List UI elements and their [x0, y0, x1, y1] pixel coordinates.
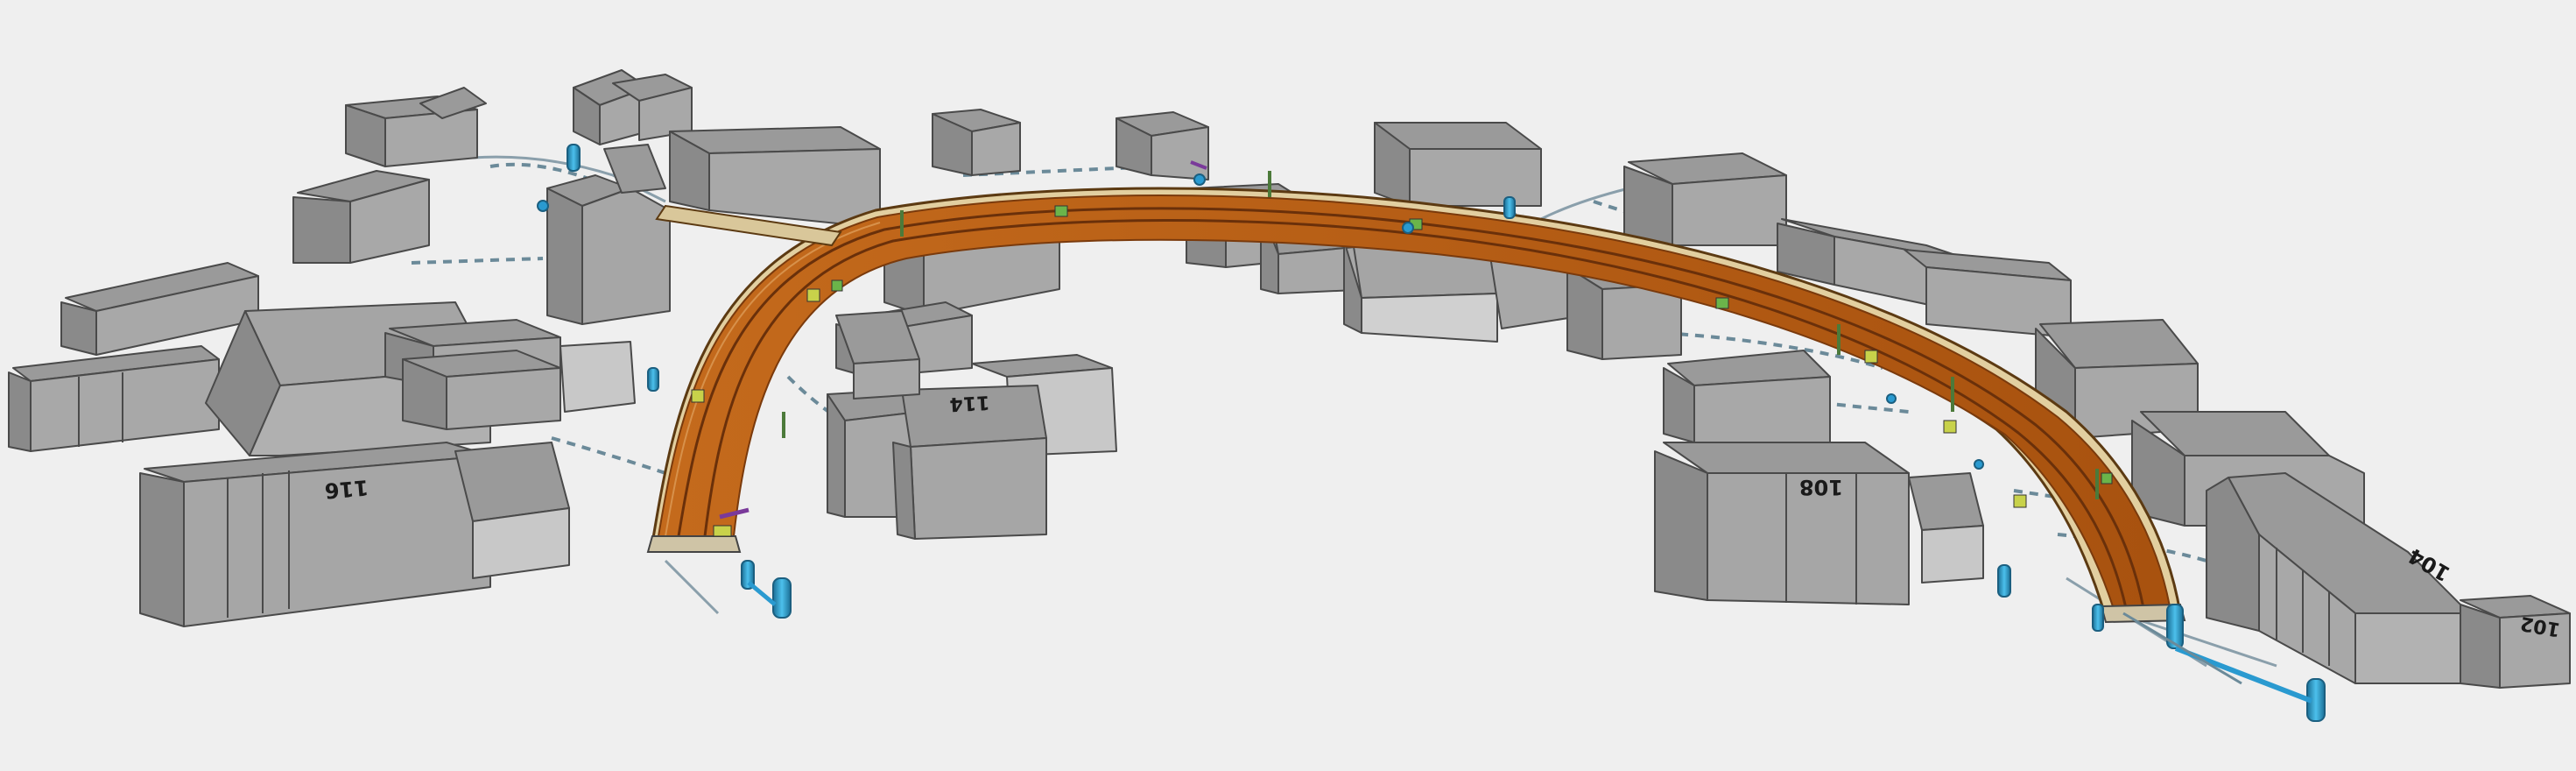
building-104	[2206, 472, 2470, 684]
buildings-top	[827, 109, 1586, 540]
building-114-label: 114	[949, 391, 990, 414]
pipe-run	[747, 581, 777, 606]
building-labels: 116 114 108 104 102	[324, 391, 2562, 640]
pipe-cylinder	[772, 577, 792, 619]
building	[384, 319, 636, 430]
pipe-cylinder	[1503, 196, 1516, 219]
building	[1777, 218, 2072, 338]
utility-line	[551, 436, 666, 475]
utility-line	[411, 257, 544, 265]
utility-line	[1663, 331, 1883, 370]
light-poles	[782, 171, 2099, 499]
buildings-left	[8, 69, 881, 627]
pipe-cylinder	[2092, 604, 2104, 632]
building	[8, 345, 220, 452]
pipe-node	[1974, 459, 1984, 470]
fixture	[1864, 350, 1878, 364]
pipe-node	[1402, 222, 1414, 234]
fixture	[691, 389, 705, 403]
building	[669, 126, 881, 229]
utility-line	[472, 155, 666, 203]
road-lane-line	[665, 222, 881, 537]
building	[573, 69, 693, 145]
purple-marker	[719, 507, 750, 520]
buildings-right	[1566, 152, 2571, 689]
fixture	[806, 288, 820, 302]
building	[546, 144, 671, 325]
building	[1374, 122, 1542, 207]
road-branch	[655, 204, 842, 247]
building	[205, 301, 491, 456]
building-108	[1654, 442, 1984, 605]
fixture	[2013, 494, 2027, 508]
building	[1623, 152, 1787, 246]
road-end-cap	[2100, 603, 2186, 624]
fixture	[2101, 472, 2113, 485]
pipe-node	[1886, 393, 1897, 404]
utility-cylinders	[537, 144, 2326, 722]
utility-line	[1820, 401, 1910, 414]
pipe-node	[1193, 173, 1206, 186]
building-116-label: 116	[324, 475, 370, 503]
utility-line	[1540, 187, 1629, 221]
pipe-node	[537, 200, 549, 212]
building	[60, 262, 259, 356]
building-102	[2460, 595, 2571, 689]
fixture	[1054, 205, 1068, 217]
pipe-cylinder	[2166, 604, 2184, 649]
fixture	[1715, 297, 1729, 309]
building	[345, 87, 487, 167]
pipe-run	[2122, 612, 2242, 685]
building	[1116, 111, 1209, 180]
building	[835, 310, 920, 400]
building	[1663, 350, 1831, 443]
pipe-cylinder	[1997, 564, 2011, 598]
utility-line	[664, 559, 720, 615]
building-114	[827, 385, 1047, 540]
road-surface	[657, 195, 2171, 611]
building	[932, 109, 1021, 176]
fixture	[713, 525, 732, 537]
fixture	[831, 279, 843, 292]
building	[292, 170, 430, 264]
road-end-cap	[646, 535, 742, 553]
fixture	[1943, 420, 1957, 434]
purple-marker	[1190, 160, 1207, 170]
pipe-cylinder	[647, 367, 659, 392]
building-116	[139, 442, 570, 627]
pipe-cylinder	[567, 144, 581, 172]
building-108-label: 108	[1799, 475, 1843, 499]
